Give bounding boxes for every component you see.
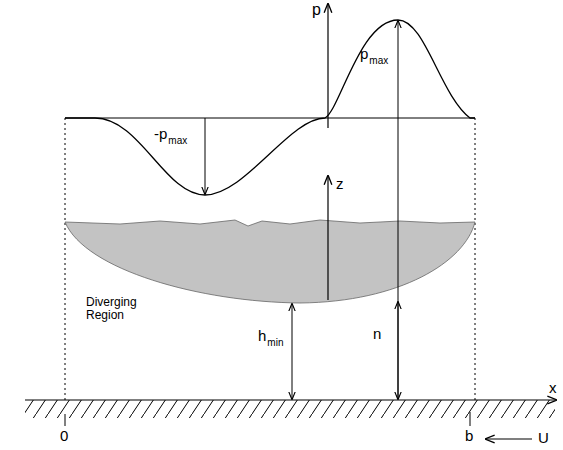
subscript: min xyxy=(267,337,283,348)
pressure-curve xyxy=(65,20,475,195)
x-axis xyxy=(25,399,556,400)
axis-label: x xyxy=(549,380,557,397)
axis-label: p xyxy=(312,1,321,19)
h-arrow xyxy=(398,302,399,399)
velocity-arrow xyxy=(486,438,532,439)
dimension: 0 xyxy=(60,428,68,445)
ground-hatch xyxy=(25,400,555,418)
symbol: h xyxy=(258,328,266,345)
axis-label: z xyxy=(336,176,344,193)
p-axis xyxy=(327,4,328,128)
subscript: max xyxy=(369,55,388,66)
symbol: p xyxy=(360,46,368,63)
symbol: -p xyxy=(154,126,167,143)
region-label: Diverging Region xyxy=(86,296,158,322)
velocity-label: U xyxy=(538,430,549,447)
symbol: n xyxy=(373,326,381,343)
pmax-arrow xyxy=(398,21,399,118)
z-axis xyxy=(327,176,328,300)
tick xyxy=(65,414,66,426)
tick xyxy=(470,412,471,426)
hmin-arrow xyxy=(292,304,293,399)
pressure-baseline xyxy=(65,118,475,119)
bound-line xyxy=(65,118,66,400)
neg-pmax-arrow xyxy=(205,118,206,194)
subscript: max xyxy=(168,135,187,146)
bearing-pad xyxy=(65,220,475,303)
bound-line xyxy=(475,118,476,400)
h-arrow xyxy=(398,118,399,399)
dimension: b xyxy=(465,428,473,445)
